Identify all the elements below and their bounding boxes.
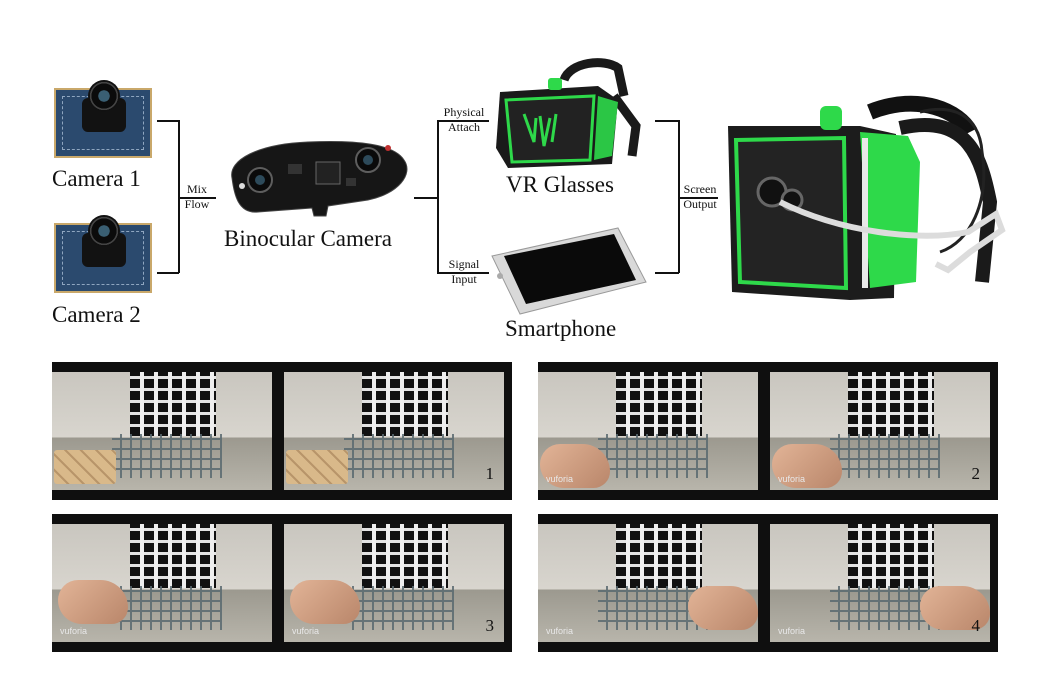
binocular-camera-label: Binocular Camera	[224, 226, 392, 251]
panel-1-right-view: 1	[284, 372, 504, 490]
mix-flow-label: Mix Flow	[180, 182, 214, 212]
physical-attach-line1: Physical	[443, 105, 485, 119]
calibration-pattern	[130, 372, 216, 436]
hand	[58, 580, 128, 624]
calibration-pattern	[130, 524, 216, 588]
screen-output-line1: Screen	[683, 182, 717, 196]
hand	[290, 580, 360, 624]
screen-output-label: Screen Output	[680, 182, 720, 212]
signal-input-line1: Signal	[448, 257, 480, 271]
smartphone-image	[491, 227, 647, 315]
connector-to-vr	[437, 120, 489, 122]
connector-cam2	[157, 272, 179, 274]
connector-to-output	[678, 197, 718, 199]
camera-1-lens	[88, 80, 120, 112]
panel-1-number: 1	[485, 464, 495, 483]
camera-1-module	[54, 80, 154, 158]
mix-flow-line1: Mix	[186, 182, 207, 196]
panel-3-right-view: vuforia 3	[284, 524, 504, 642]
lattice-structure	[112, 586, 222, 630]
panel-1-left-view	[52, 372, 272, 490]
experiment-panel-3: vuforia vuforia 3	[52, 514, 512, 652]
experiment-panel-1: 1	[52, 362, 512, 500]
vuforia-watermark: vuforia	[546, 626, 574, 636]
camera-2-lens	[88, 215, 120, 247]
calibration-pattern	[362, 372, 448, 436]
vr-glasses-image	[496, 58, 641, 168]
vuforia-watermark: vuforia	[778, 474, 806, 484]
wooden-blocks	[54, 450, 116, 484]
connector-merge-vertical	[678, 120, 680, 273]
vuforia-watermark: vuforia	[60, 626, 88, 636]
connector-split-vertical	[437, 120, 439, 273]
lattice-structure	[344, 434, 454, 478]
calibration-pattern	[616, 524, 702, 588]
panel-3-left-view: vuforia	[52, 524, 272, 642]
connector-to-phone	[437, 272, 489, 274]
mix-flow-line2: Flow	[184, 197, 210, 211]
signal-input-label: Signal Input	[440, 257, 488, 287]
vr-glasses-label: VR Glasses	[506, 172, 614, 197]
camera-2-label: Camera 2	[52, 302, 141, 327]
connector-from-vr	[655, 120, 679, 122]
panel-2-number: 2	[971, 464, 981, 483]
camera-1-label: Camera 1	[52, 166, 141, 191]
panel-2-left-view: vuforia	[538, 372, 758, 490]
calibration-pattern	[848, 524, 934, 588]
panel-4-number: 4	[971, 616, 981, 635]
lattice-structure	[344, 586, 454, 630]
screen-output-line2: Output	[683, 197, 717, 211]
calibration-pattern	[616, 372, 702, 436]
hand	[540, 444, 610, 488]
experiment-panel-4: vuforia vuforia 4	[538, 514, 998, 652]
binocular-camera-board	[231, 141, 408, 217]
vuforia-watermark: vuforia	[292, 626, 320, 636]
connector-cam-vertical	[178, 120, 180, 273]
hand	[688, 586, 758, 630]
calibration-pattern	[362, 524, 448, 588]
smartphone-label: Smartphone	[505, 316, 617, 341]
assembled-vr-device-image	[728, 95, 1006, 300]
panel-2-right-view: vuforia 2	[770, 372, 990, 490]
hand	[772, 444, 842, 488]
physical-attach-line2: Attach	[448, 120, 480, 134]
connector-binocular	[414, 197, 438, 199]
physical-attach-label: Physical Attach	[440, 105, 488, 135]
lattice-structure	[830, 434, 940, 478]
hand	[920, 586, 990, 630]
camera-2-module	[54, 215, 154, 293]
connector-mix	[178, 197, 216, 199]
panel-3-number: 3	[485, 616, 495, 635]
signal-input-line2: Input	[451, 272, 477, 286]
lattice-structure	[112, 434, 222, 478]
panel-4-left-view: vuforia	[538, 524, 758, 642]
panel-4-right-view: vuforia 4	[770, 524, 990, 642]
vuforia-watermark: vuforia	[546, 474, 574, 484]
connector-from-phone	[655, 272, 679, 274]
vuforia-watermark: vuforia	[778, 626, 806, 636]
calibration-pattern	[848, 372, 934, 436]
experiment-panel-2: vuforia vuforia 2	[538, 362, 998, 500]
lattice-structure	[598, 434, 708, 478]
wooden-blocks	[286, 450, 348, 484]
connector-cam1	[157, 120, 179, 122]
